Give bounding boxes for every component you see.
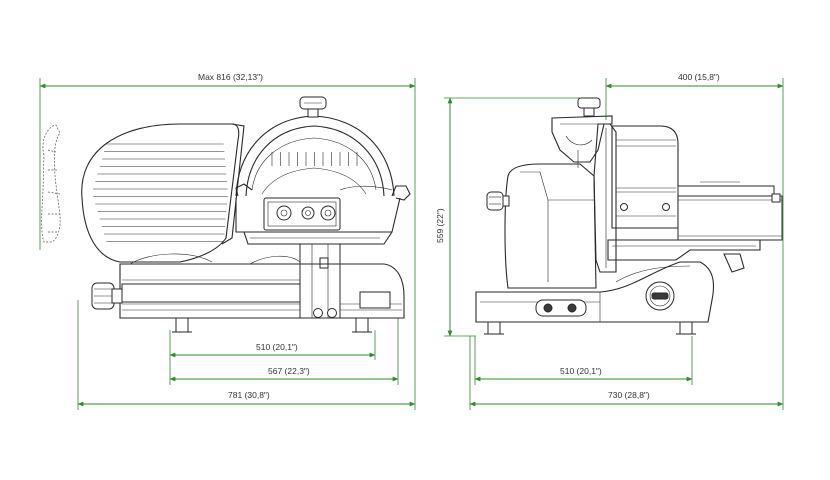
total-length-label: 781 (30,8") [228, 390, 270, 400]
top-knob-side [577, 97, 601, 117]
height-label: 559 (22") [435, 208, 445, 243]
blade-plate-side [593, 123, 617, 273]
sharpener-outline [41, 124, 61, 243]
front-view: Max 816 (32,13") 510 (20,1") 567 (22,3")… [39, 72, 416, 410]
blade-cover-ribs [93, 143, 228, 242]
housing-vents [271, 152, 358, 166]
slide-rail-side [677, 181, 783, 241]
feet-spacing-side-label: 510 (20,1") [560, 366, 602, 376]
feet-front [172, 317, 372, 333]
center-panel [263, 197, 341, 231]
carriage-side [611, 125, 679, 229]
motor-knob-side [486, 191, 510, 211]
blade-guard-side [551, 115, 613, 168]
feet-side [484, 321, 696, 335]
carriage-width-label: 400 (15,8") [678, 72, 720, 82]
dimension-carriage-width: 400 (15,8") [605, 72, 784, 200]
center-column [299, 243, 341, 319]
dimension-feet-spacing-front: 510 (20,1") [169, 330, 376, 360]
dimension-total-length: 781 (30,8") [77, 280, 416, 410]
base-knob-front [91, 282, 123, 310]
side-view: 400 (15,8") 559 (22") 510 (20,1") 730 (2… [435, 72, 784, 410]
dimension-height: 559 (22") [435, 97, 580, 337]
blade-housing [235, 115, 395, 197]
total-depth-label: 730 (28,8") [608, 390, 650, 400]
dimension-feet-spacing-side: 510 (20,1") [474, 336, 693, 385]
dimension-base-width: 567 (22,3") [169, 318, 399, 385]
carriage-handle [235, 183, 411, 201]
motor-body-side [504, 163, 597, 289]
blade-cover [81, 123, 240, 263]
base-side [475, 261, 715, 323]
base-width-label: 567 (22,3") [268, 366, 310, 376]
feet-spacing-front-label: 510 (20,1") [256, 342, 298, 352]
overall-width-label: Max 816 (32,13") [198, 72, 263, 82]
dimension-total-depth: 730 (28,8") [469, 200, 784, 410]
top-knob-front [299, 96, 327, 118]
carriage-arm-side [607, 239, 761, 273]
dimension-overall-width: Max 816 (32,13") [39, 72, 416, 280]
base-body-front [119, 253, 405, 319]
